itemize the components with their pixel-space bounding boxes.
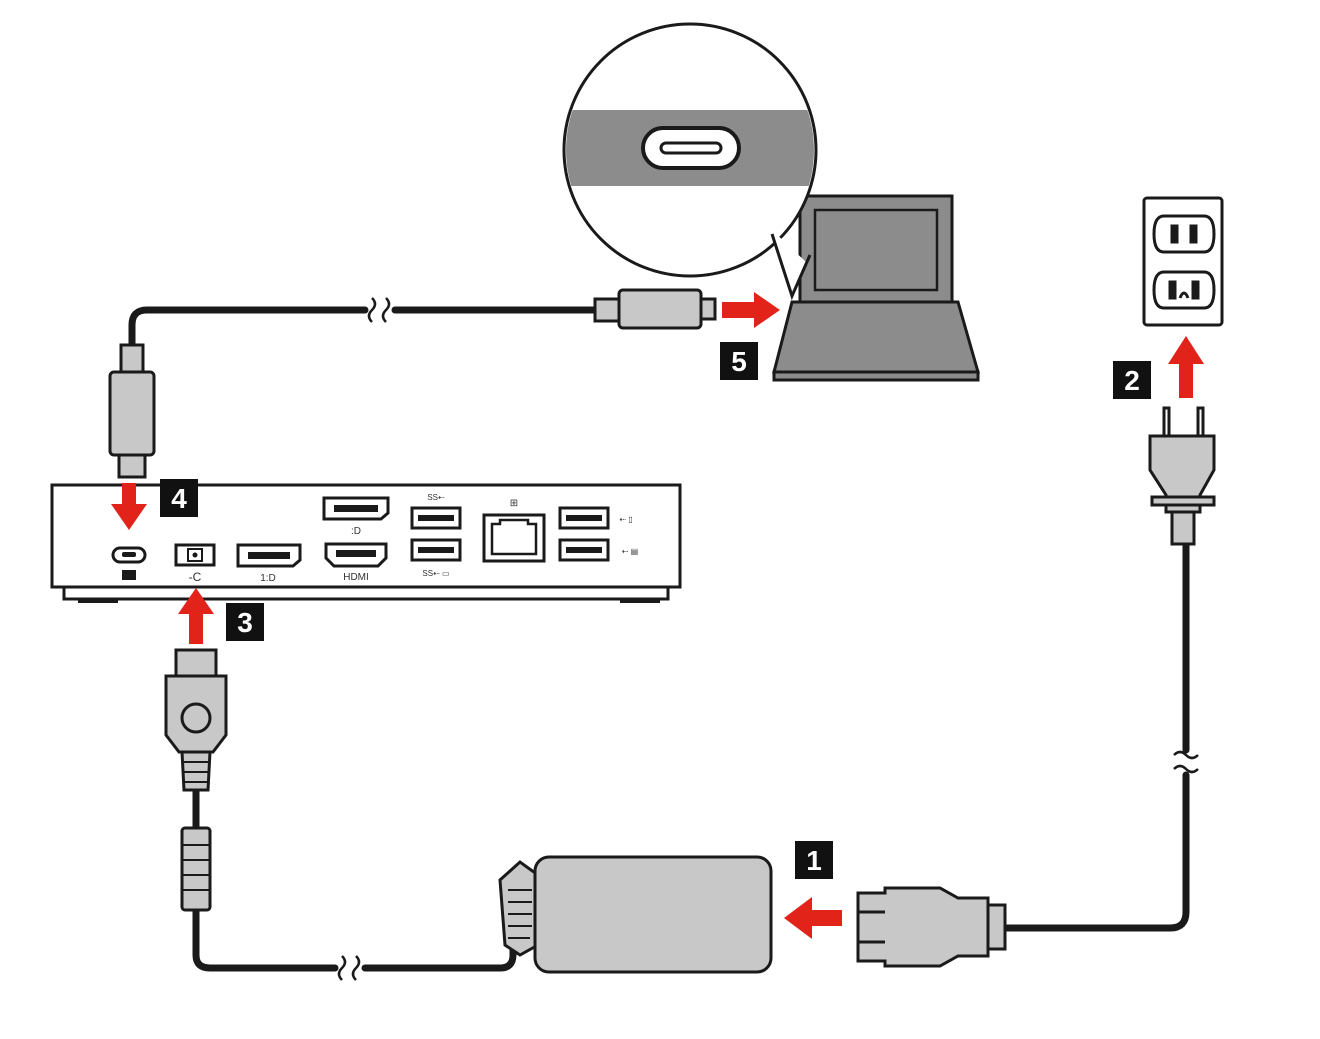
dock-hdmi-port[interactable]: HDMI — [324, 542, 388, 583]
laptop — [772, 194, 980, 382]
arrows — [111, 292, 1204, 939]
docking-station: -C 1:D :D HDMI SS⇠ SS⇠ ▭ — [50, 483, 682, 603]
usb-ss-symbol-1: SS⇠ — [427, 493, 445, 502]
hdmi-label: HDMI — [343, 572, 369, 583]
dc-connector — [164, 648, 228, 912]
step-badge-5-label: 5 — [731, 346, 747, 377]
dc-in-symbol: -C — [189, 570, 202, 584]
ac-power-cord — [1001, 541, 1190, 932]
usb-c-port-zoom-callout — [562, 22, 818, 301]
step-badge-3-label: 3 — [237, 607, 253, 638]
dc-cable — [192, 786, 517, 972]
dock-displayport-1[interactable]: 1:D — [236, 543, 302, 584]
step-badge-1: 1 — [795, 841, 833, 879]
step-badge-1-label: 1 — [806, 845, 822, 876]
arrow-step-5 — [722, 292, 780, 328]
usb-ss-symbol-2: SS⇠ ▭ — [422, 569, 449, 578]
step-badge-4: 4 — [160, 479, 198, 517]
laptop-small-icon — [122, 570, 136, 580]
ac-adapter-plug — [856, 886, 1007, 968]
arrow-step-3 — [178, 588, 214, 644]
displayport-1-label: 1:D — [260, 573, 276, 584]
step-badge-2: 2 — [1113, 361, 1151, 399]
dock-dc-in-port[interactable]: -C — [174, 543, 216, 584]
cable-break-marks — [337, 297, 1199, 981]
step-badge-2-label: 2 — [1124, 365, 1140, 396]
dock-usb-c-port[interactable] — [111, 546, 147, 580]
ethernet-symbol: ⊞ — [510, 498, 518, 509]
dock-ethernet-port[interactable]: ⊞ — [482, 498, 546, 563]
outlet-socket-bottom — [1152, 270, 1216, 310]
displayport-2-label: :D — [351, 526, 361, 537]
ac-wall-plug — [1148, 406, 1216, 546]
usb-c-connector-dock-end — [108, 343, 156, 479]
step-badge-5: 5 — [720, 342, 758, 380]
dock-usb-a-port-4[interactable]: ⇠ ▤ — [558, 538, 638, 562]
dock-usb-a-port-1[interactable]: SS⇠ — [410, 493, 462, 530]
usb-c-connector-laptop-end — [593, 288, 717, 330]
cables — [128, 306, 1190, 972]
usb-mouse-symbol: ⇠ ▯ — [619, 515, 632, 524]
step-badge-3: 3 — [226, 603, 264, 641]
step-badge-4-label: 4 — [171, 483, 187, 514]
power-adapter — [498, 855, 773, 974]
usb-c-cable — [128, 306, 599, 349]
arrow-step-1 — [784, 897, 842, 939]
dock-displayport-2[interactable]: :D — [322, 496, 390, 537]
usb-keyboard-symbol: ⇠ ▤ — [622, 547, 638, 556]
dock-usb-a-port-2[interactable]: SS⇠ ▭ — [410, 538, 462, 578]
outlet-socket-top — [1152, 214, 1216, 254]
arrow-step-2 — [1168, 336, 1204, 398]
arrow-step-4 — [111, 483, 147, 530]
dock-usb-a-port-3[interactable]: ⇠ ▯ — [558, 506, 633, 530]
wall-outlet — [1142, 196, 1224, 327]
